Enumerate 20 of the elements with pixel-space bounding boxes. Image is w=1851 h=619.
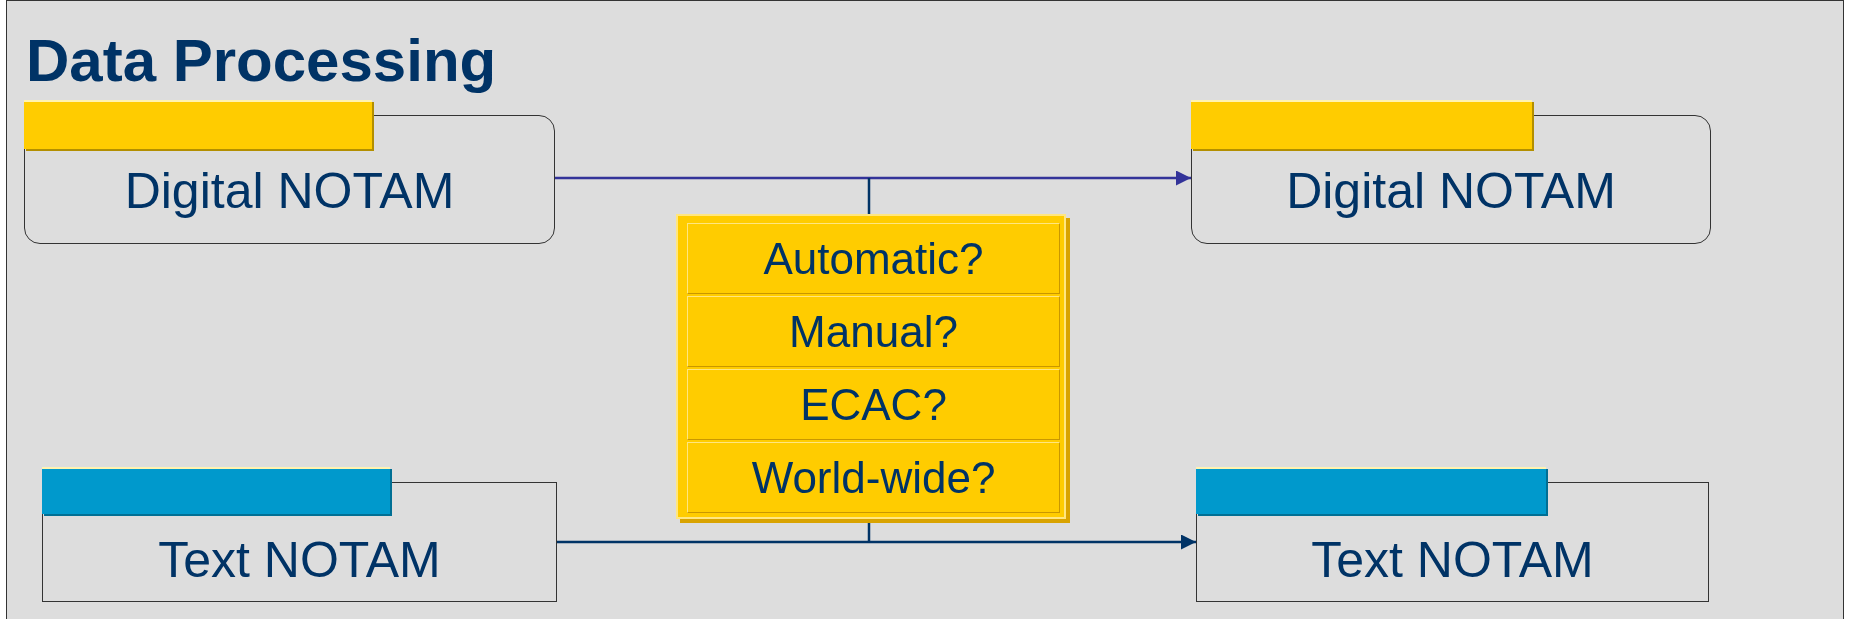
rounded-box [1191, 100, 1711, 244]
node-label: Manual? [789, 306, 958, 357]
option-row [687, 442, 1060, 513]
option-row [687, 223, 1060, 294]
node-label: Digital NOTAM [1286, 161, 1616, 220]
node-label: Text NOTAM [1311, 531, 1594, 589]
process-box [1196, 467, 1709, 602]
node-label: Automatic? [763, 233, 984, 284]
connector-line [867, 178, 871, 214]
arrow [557, 534, 1196, 550]
title: Data Processing [26, 26, 497, 95]
node-label: ECAC? [800, 379, 947, 430]
node-label: Digital NOTAM [124, 161, 455, 220]
process-box [42, 467, 557, 602]
arrow [555, 170, 1191, 186]
option-row [687, 296, 1060, 367]
node-label: World-wide? [751, 452, 996, 503]
rounded-box [24, 100, 555, 244]
node-label: Text NOTAM [158, 531, 441, 589]
option-row [687, 369, 1060, 440]
